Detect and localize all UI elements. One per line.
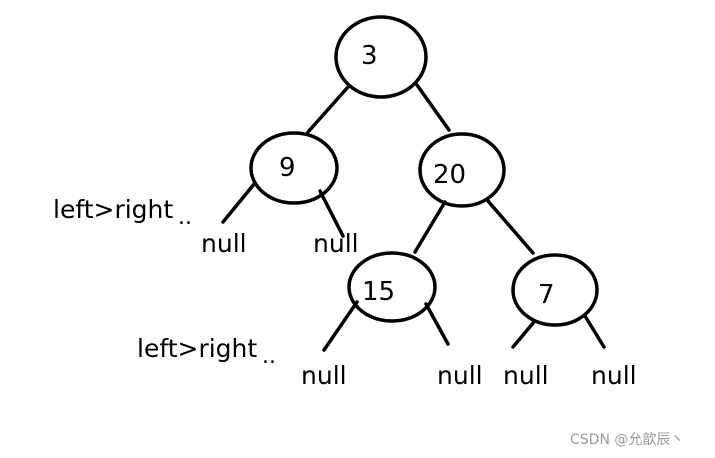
node-circle-20 [418, 132, 506, 208]
node-circle-15 [347, 251, 437, 323]
node-circle-9 [249, 131, 339, 205]
edge-7-null-right [583, 314, 606, 349]
null-leaf: null [437, 361, 483, 390]
edge-15-null-right [424, 302, 450, 346]
edge-3-9 [306, 85, 350, 134]
node-label-20: 20 [433, 160, 466, 190]
node-label-7: 7 [538, 280, 555, 310]
edge-7-null-left [511, 320, 536, 349]
node-circle-7 [511, 253, 599, 327]
edge-20-15 [413, 200, 447, 254]
watermark-text: CSDN @允歆辰丶 [570, 432, 684, 448]
annotation-dots: .. [262, 344, 276, 369]
edge-9-null-right [318, 189, 345, 238]
edge-9-null-left [221, 181, 257, 224]
node-circle-3 [334, 15, 428, 99]
node-label-9: 9 [279, 153, 296, 183]
node-label-3: 3 [361, 41, 378, 71]
null-leaf: null [591, 361, 637, 390]
node-label-15: 15 [362, 277, 395, 307]
null-leaf: null [313, 229, 359, 258]
annotation-left-right: left>right [53, 195, 173, 224]
edge-20-7 [486, 199, 535, 255]
null-leaf: null [201, 229, 247, 258]
edge-3-20 [415, 83, 451, 132]
annotation-left-right: left>right [137, 334, 257, 363]
null-leaf: null [503, 361, 549, 390]
annotation-dots: .. [178, 205, 192, 230]
edge-15-null-left [322, 300, 359, 352]
null-leaf: null [301, 361, 347, 390]
